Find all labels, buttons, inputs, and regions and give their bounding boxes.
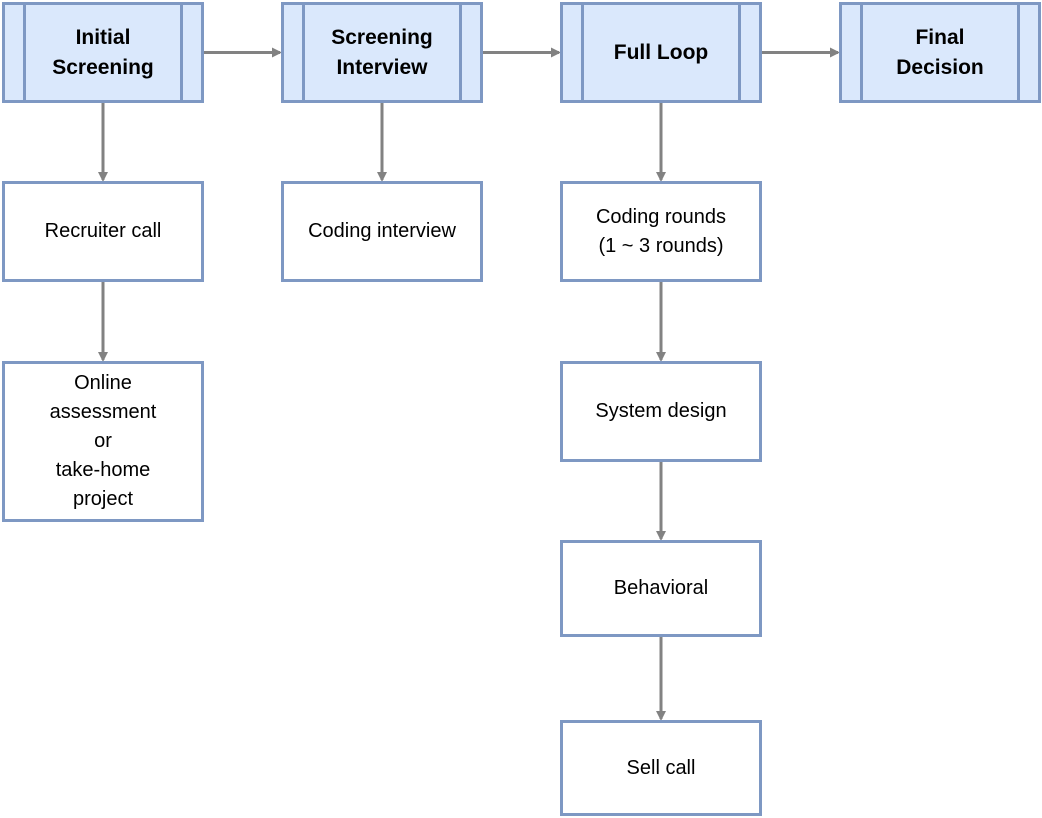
- step-coding-interview: Coding interview: [281, 181, 483, 282]
- step-system-design: System design: [560, 361, 762, 462]
- step-label: Online assessment or take-home project: [49, 372, 157, 510]
- stage-label: Final Decision: [896, 26, 984, 79]
- stage-full-loop: Full Loop: [560, 2, 762, 103]
- step-label: Coding interview: [308, 220, 456, 242]
- step-behavioral: Behavioral: [560, 540, 762, 637]
- step-label: System design: [595, 400, 727, 422]
- step-label: Behavioral: [613, 577, 709, 599]
- stage-label: Initial Screening: [52, 26, 154, 79]
- step-online-assessment: Online assessment or take-home project: [2, 361, 204, 522]
- stage-label: Full Loop: [613, 40, 709, 64]
- step-label: Recruiter call: [44, 220, 162, 242]
- step-label: Sell call: [626, 756, 696, 779]
- stage-initial-screening: Initial Screening: [2, 2, 204, 103]
- step-label: Coding rounds (1 ~ 3 rounds): [595, 205, 727, 257]
- step-recruiter-call: Recruiter call: [2, 181, 204, 282]
- stage-final-decision: Final Decision: [839, 2, 1041, 103]
- step-coding-rounds: Coding rounds (1 ~ 3 rounds): [560, 181, 762, 282]
- step-sell-call: Sell call: [560, 720, 762, 816]
- stage-label: Screening Interview: [331, 26, 433, 79]
- stage-screening-interview: Screening Interview: [281, 2, 483, 103]
